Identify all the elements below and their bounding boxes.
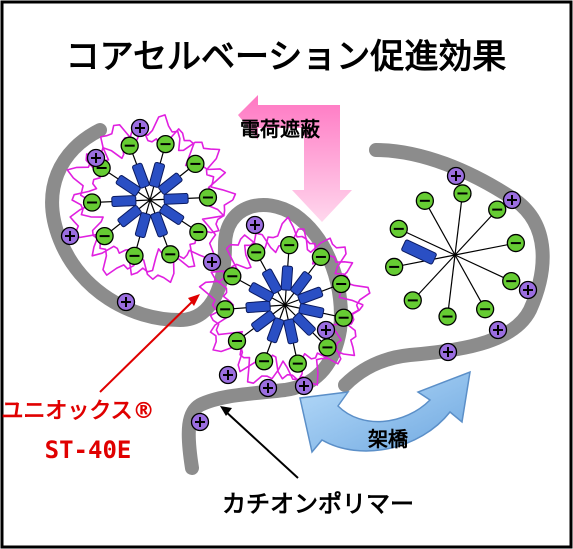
minus-charge-icon bbox=[311, 247, 331, 267]
minus-charge-icon bbox=[502, 271, 521, 291]
minus-charge-icon bbox=[506, 233, 525, 253]
minus-charge-icon bbox=[156, 134, 175, 154]
minus-charge-icon bbox=[332, 274, 351, 294]
plus-charge-icon bbox=[316, 320, 336, 340]
hydrophobic-block bbox=[401, 239, 437, 265]
hydrophobic-block bbox=[158, 172, 183, 195]
minus-charge-icon bbox=[254, 352, 274, 371]
minus-charge-icon bbox=[453, 184, 472, 203]
minus-charge-icon bbox=[280, 236, 299, 255]
minus-charge-icon bbox=[227, 331, 247, 351]
cationic-polymer-label: カチオンポリマー bbox=[222, 490, 414, 518]
minus-charge-icon bbox=[161, 245, 180, 264]
minus-charge-icon bbox=[475, 300, 495, 319]
polyoxyethylene-chain bbox=[71, 120, 227, 276]
hydrophobic-block bbox=[251, 310, 276, 333]
minus-charge-icon bbox=[247, 243, 266, 262]
charge-shielding-arrow bbox=[238, 95, 352, 222]
minus-charge-icon bbox=[389, 219, 408, 239]
plus-charge-icon bbox=[218, 365, 238, 385]
plus-charge-icon bbox=[488, 320, 508, 340]
plus-charge-icon bbox=[294, 376, 314, 396]
plus-charge-icon bbox=[446, 166, 466, 186]
plus-charge-icon bbox=[518, 280, 538, 300]
charge-shielding-label: 電荷遮蔽 bbox=[240, 117, 321, 141]
minus-charge-icon bbox=[95, 226, 114, 246]
hydrophobic-block bbox=[298, 303, 325, 319]
minus-charge-icon bbox=[415, 191, 435, 210]
minus-charge-icon bbox=[125, 246, 144, 266]
hydrophobic-block bbox=[262, 268, 282, 294]
product-pointer-arrow bbox=[99, 294, 200, 393]
hydrophobic-block bbox=[115, 175, 141, 197]
hydrophobic-block bbox=[292, 312, 316, 336]
minus-charge-icon bbox=[334, 308, 353, 327]
hydrophobic-block bbox=[280, 265, 294, 291]
minus-charge-icon bbox=[216, 300, 235, 319]
hydrophobic-block bbox=[159, 203, 185, 225]
minus-charge-icon bbox=[189, 222, 208, 242]
minus-charge-icon bbox=[186, 154, 205, 174]
plus-charge-icon bbox=[245, 215, 265, 235]
hydrophobic-block bbox=[245, 300, 271, 314]
hydrophobic-block bbox=[283, 318, 299, 345]
plus-charge-icon bbox=[258, 378, 278, 398]
minus-charge-icon bbox=[120, 136, 139, 155]
product-name-label: ユニオックス® bbox=[1, 399, 154, 424]
hydrophobic-block bbox=[132, 162, 150, 189]
minus-charge-icon bbox=[288, 354, 307, 373]
minus-charge-icon bbox=[318, 338, 337, 357]
backbone-charges bbox=[60, 118, 538, 432]
plus-charge-icon bbox=[502, 190, 522, 210]
plus-charge-icon bbox=[202, 252, 222, 272]
minus-charge-icon bbox=[82, 193, 102, 212]
hydrophobic-block bbox=[111, 195, 137, 208]
minus-charge-icon bbox=[385, 257, 404, 277]
micelle-right bbox=[385, 184, 525, 326]
hydrophobic-block bbox=[163, 192, 189, 205]
hydrophobic-block bbox=[297, 286, 324, 305]
plus-charge-icon bbox=[116, 292, 136, 312]
micelle-left bbox=[66, 114, 237, 284]
polymer-pointer-arrow bbox=[220, 406, 299, 479]
diagram-title: コアセルベーション促進効果 bbox=[66, 37, 507, 77]
product-code-label: ST-40E bbox=[45, 436, 132, 464]
plus-charge-icon bbox=[190, 412, 210, 432]
minus-charge-icon bbox=[488, 200, 507, 219]
plus-charge-icon bbox=[60, 226, 80, 246]
hydrophobic-block bbox=[134, 212, 152, 239]
hydrophobic-block bbox=[266, 317, 285, 344]
polyoxyethylene-chain bbox=[198, 216, 371, 386]
crosslink-arrow bbox=[299, 370, 471, 454]
plus-charge-icon bbox=[438, 342, 458, 362]
hydrophobic-block bbox=[150, 211, 168, 238]
hydrophobic-block bbox=[148, 161, 166, 188]
minus-charge-icon bbox=[403, 291, 422, 310]
minus-charge-icon bbox=[198, 188, 218, 207]
hydrophobic-block bbox=[117, 205, 142, 228]
plus-charge-icon bbox=[130, 118, 150, 138]
hydrophobic-block bbox=[248, 282, 275, 303]
minus-charge-icon bbox=[223, 267, 242, 286]
plus-charge-icon bbox=[86, 148, 106, 168]
micelle-center bbox=[198, 216, 371, 386]
hydrophobic-block bbox=[290, 271, 313, 296]
minus-charge-icon bbox=[438, 307, 457, 326]
crosslink-label: 架橋 bbox=[368, 427, 409, 451]
micelle-group bbox=[66, 114, 525, 386]
